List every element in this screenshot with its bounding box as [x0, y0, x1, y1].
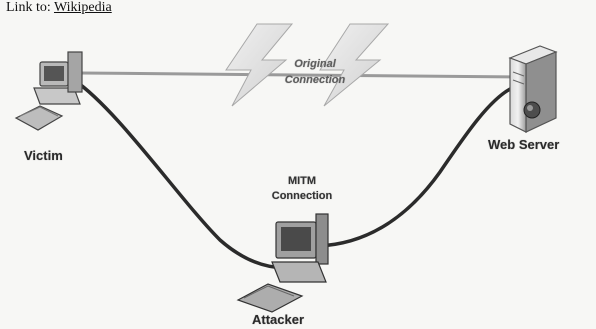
victim-label: Victim — [24, 148, 63, 163]
header-link[interactable]: Wikipedia — [53, 0, 112, 15]
web-server-label: Web Server — [488, 137, 560, 152]
mitm-connection-label: MITM Connection — [252, 174, 352, 204]
mitm-connection-label-line1: MITM — [287, 175, 317, 187]
web-server-icon — [508, 45, 558, 133]
original-connection-label-line2: Connection — [284, 74, 346, 86]
mitm-connection-label-line2: Connection — [271, 190, 333, 202]
mitm-line-attacker-server — [317, 86, 513, 248]
attacker-computer-icon — [236, 213, 329, 313]
original-connection-line — [79, 71, 521, 79]
header-caption: Link to: Wikipedia — [6, 0, 112, 16]
lightning-bolt-right-icon — [319, 23, 390, 107]
lightning-bolt-left-icon — [225, 23, 294, 107]
mitm-line-victim-attacker — [73, 78, 287, 270]
attacker-label: Attacker — [252, 312, 305, 327]
header-prefix: Link to: — [6, 0, 51, 15]
original-connection-label: Original Connection — [260, 56, 370, 88]
victim-computer-icon — [14, 51, 83, 131]
original-connection-label-line1: Original — [294, 58, 336, 70]
